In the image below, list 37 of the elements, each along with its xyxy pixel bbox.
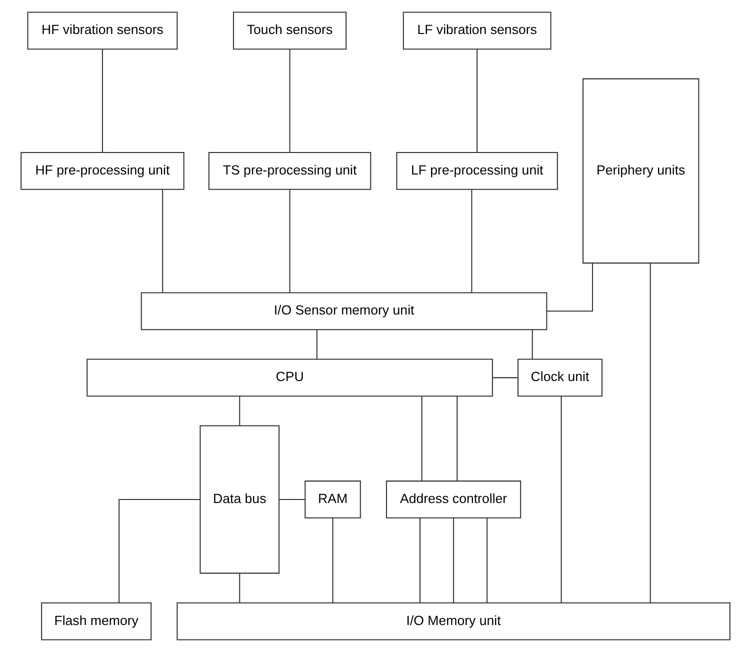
connector: [316, 330, 318, 360]
connector: [239, 396, 240, 426]
connector: [546, 263, 593, 312]
connector: [289, 49, 290, 152]
connector: [453, 518, 454, 603]
connector: [532, 330, 533, 360]
connector: [560, 396, 562, 603]
connector: [492, 377, 518, 378]
connector: [486, 518, 488, 603]
connector: [118, 498, 200, 603]
connector: [162, 190, 164, 292]
connector: [102, 49, 103, 152]
node-box: HF vibration sensors: [27, 12, 178, 50]
node-box: I/O Sensor memory unit: [140, 292, 548, 330]
node-box: TS pre-processing unit: [208, 152, 372, 190]
node-box: LF pre-processing unit: [396, 152, 558, 190]
connector: [279, 498, 306, 500]
node-box: CPU: [86, 358, 493, 397]
node-box: Clock unit: [518, 358, 602, 397]
connector: [650, 263, 651, 603]
connector: [476, 49, 478, 152]
node-box: Address controller: [386, 480, 522, 518]
node-box: HF pre-processing unit: [20, 152, 184, 190]
node-box: RAM: [304, 480, 361, 518]
connector: [289, 190, 290, 292]
node-box: Touch sensors: [232, 12, 347, 50]
node-box: Flash memory: [41, 602, 152, 640]
connector: [421, 396, 422, 481]
node-box: I/O Memory unit: [176, 602, 730, 640]
connector: [239, 574, 240, 603]
connector: [471, 190, 472, 292]
node-box: Periphery units: [582, 78, 700, 264]
connector: [332, 518, 334, 603]
node-box: Data bus: [200, 425, 280, 574]
node-box: LF vibration sensors: [402, 12, 552, 50]
connector: [456, 396, 458, 481]
connector: [420, 518, 421, 603]
